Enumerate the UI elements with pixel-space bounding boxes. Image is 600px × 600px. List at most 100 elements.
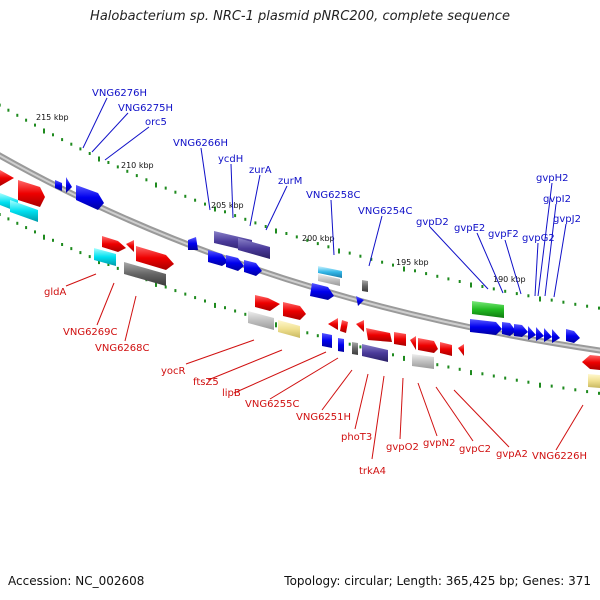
summary-text: Topology: circular; Length: 365,425 bp; … [284,574,591,588]
tick-dot [481,285,484,288]
tick-dot [244,312,247,316]
tick-dot [25,118,28,122]
tick-dot [481,372,484,376]
tick-dot [79,147,82,151]
gene-block [472,301,504,318]
gene-label: gvpI2 [543,194,571,205]
tick-dot [447,365,450,369]
tick-dot [598,306,600,310]
gene-block [94,248,116,266]
tick-dot [164,186,167,190]
tick-dot [234,309,237,313]
tick-dot [598,391,600,395]
gene-arrow [410,336,416,350]
kbp-label: 205 kbp [211,201,244,210]
gene-arrow [76,185,104,210]
tick-dot [145,178,148,182]
gene-label: gvpN2 [423,438,455,449]
tick-dot [52,238,54,242]
gene-arrow [528,326,536,340]
tick-dot [0,103,1,107]
tick-dot [275,322,277,328]
tick-dot [0,213,1,216]
tick-dot [562,300,565,304]
tick-dot [155,182,157,188]
gene-block [124,262,166,286]
tick-dot [492,287,495,291]
gene-label: gvpO2 [386,442,419,453]
gene-block [338,338,344,352]
tick-dot [458,280,461,283]
tick-dot [586,304,589,308]
tick-dot [527,294,530,298]
tick-dot [79,251,82,255]
tick-dot [224,306,226,310]
tick-dot [425,272,428,276]
gene-label: gldA [44,287,66,298]
tick-dot [88,255,91,259]
gene-arrow [470,319,502,335]
tick-dot [174,289,177,293]
tick-dot [61,243,64,246]
tick-dot [7,217,10,221]
tick-dot [359,345,362,349]
tick-dot [436,274,439,278]
tick-dot [392,353,394,357]
tick-dot [527,380,530,384]
kbp-label: 200 kbp [302,234,335,243]
tick-dot [16,113,19,117]
gene-label: VNG6266H [173,138,228,149]
gene-arrow [356,296,364,306]
tick-dot [204,299,206,303]
tick-dot [34,123,36,127]
gene-block [238,238,270,259]
tick-dot [370,257,373,261]
upper-gene-labels [82,97,567,298]
tick-dot [348,342,351,346]
gene-label: zurA [249,165,272,176]
gene-block [588,374,600,388]
tick-dot [107,161,110,164]
gene-arrow [255,295,280,311]
gene-block [412,354,434,369]
tick-dot [43,128,45,134]
tick-dot [550,298,553,302]
gene-arrow [440,342,452,356]
gene-label: ftsZ5 [193,377,219,388]
tick-dot [504,376,507,380]
tick-dot [70,247,73,251]
gene-arrow [418,338,438,353]
tick-dot [515,292,518,296]
gene-arrow [514,324,528,337]
tick-dot [116,266,119,270]
tick-dot [264,225,267,228]
gene-arrow [502,322,516,336]
tick-dot [16,221,19,225]
gene-label: ycdH [218,154,243,165]
gene-label: VNG6276H [92,88,147,99]
tick-dot [316,242,319,246]
kbp-label: 215 kbp [36,113,69,122]
gene-arrow [66,177,72,193]
tick-dot [107,263,110,266]
tick-dot [98,259,100,265]
tick-dot [403,266,405,272]
gene-arrow [544,328,552,342]
gene-label: gvpC2 [459,444,491,455]
accession-text: Accession: NC_002608 [8,574,145,588]
gene-label: gvpE2 [454,223,485,234]
tick-dot [392,263,394,267]
tick-dot [52,133,54,137]
tick-dot [403,355,405,361]
tick-dot [224,210,226,214]
tick-dot [234,214,237,218]
tick-dot [194,296,197,300]
tick-dot [174,190,177,194]
tick-dot [492,374,495,378]
gene-arrow [18,180,45,207]
gene-arrow [458,344,464,356]
tick-dot [43,234,45,240]
tick-dot [539,382,541,388]
gene-label: VNG6226H [532,451,587,462]
